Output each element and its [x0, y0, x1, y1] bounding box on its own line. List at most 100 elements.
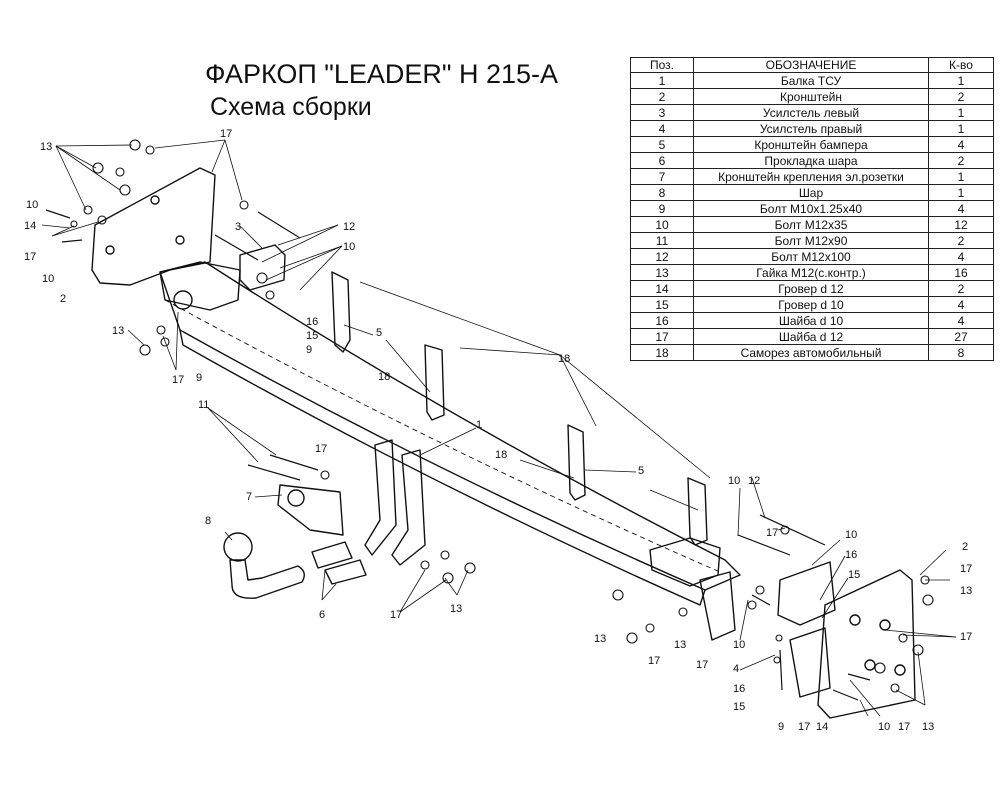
- cell-designation: Саморез автомобильный: [693, 344, 929, 361]
- callout-13: 13: [922, 721, 934, 733]
- callout-17: 17: [798, 721, 810, 733]
- cell-designation: Шайба d 10: [693, 312, 929, 329]
- callout-5: 5: [638, 465, 644, 477]
- cell-position: 1: [630, 72, 694, 89]
- cell-position: 10: [630, 216, 694, 233]
- callout-18: 18: [558, 353, 570, 365]
- cell-position: 2: [630, 88, 694, 105]
- callout-17: 17: [315, 443, 327, 455]
- cell-designation: Кронштейн: [693, 88, 929, 105]
- header-quantity: К-во: [928, 57, 994, 73]
- page-subtitle: Схема сборки: [210, 93, 372, 121]
- callout-2: 2: [60, 293, 66, 305]
- cell-position: 9: [630, 200, 694, 217]
- cell-quantity: 1: [928, 184, 994, 201]
- cell-designation: Усилстель правый: [693, 120, 929, 137]
- cell-quantity: 1: [928, 120, 994, 137]
- cell-quantity: 1: [928, 104, 994, 121]
- header-position: Поз.: [630, 57, 694, 73]
- callout-2: 2: [962, 541, 968, 553]
- right-mount-block: [649, 537, 721, 587]
- cell-quantity: 1: [928, 168, 994, 185]
- bumper-bracket-2: [424, 344, 445, 421]
- callout-16: 16: [845, 549, 857, 561]
- callout-11: 11: [198, 399, 209, 411]
- callout-13: 13: [450, 603, 462, 615]
- callout-16: 16: [733, 683, 745, 695]
- page-title: ФАРКОП "LEADER" H 215-A: [205, 59, 559, 89]
- callout-13: 13: [960, 585, 972, 597]
- callout-17: 17: [960, 563, 972, 575]
- cell-designation: Усилстель левый: [693, 104, 929, 121]
- cell-designation: Кронштейн бампера: [693, 136, 929, 153]
- callout-10: 10: [845, 529, 857, 541]
- callout-9: 9: [306, 344, 312, 356]
- left-bracket-plate: [91, 167, 216, 286]
- callout-17: 17: [24, 251, 36, 263]
- cell-designation: Прокладка шара: [693, 152, 929, 169]
- cell-position: 18: [630, 344, 694, 361]
- callout-17: 17: [220, 128, 232, 140]
- cell-quantity: 4: [928, 200, 994, 217]
- cell-quantity: 4: [928, 312, 994, 329]
- cell-designation: Болт М12х90: [693, 232, 929, 249]
- callout-7: 7: [246, 491, 252, 503]
- callout-1: 1: [476, 419, 482, 431]
- cell-quantity: 1: [928, 72, 994, 89]
- callout-8: 8: [205, 515, 211, 527]
- callout-17: 17: [766, 527, 778, 539]
- callout-16: 16: [306, 316, 318, 328]
- callout-3: 3: [235, 221, 241, 233]
- cell-designation: Балка ТСУ: [693, 72, 929, 89]
- callout-17: 17: [898, 721, 910, 733]
- callout-5: 5: [376, 327, 382, 339]
- cell-designation: Шар: [693, 184, 929, 201]
- socket-bracket-7: [277, 484, 344, 536]
- tow-ball: [223, 532, 253, 562]
- cell-quantity: 4: [928, 136, 994, 153]
- cell-position: 4: [630, 120, 694, 137]
- callout-13: 13: [674, 639, 686, 651]
- cell-position: 5: [630, 136, 694, 153]
- cell-quantity: 4: [928, 248, 994, 265]
- callout-14: 14: [24, 220, 36, 232]
- cell-position: 17: [630, 328, 694, 345]
- cell-quantity: 4: [928, 296, 994, 313]
- callout-12: 12: [343, 221, 355, 233]
- callout-9: 9: [196, 372, 202, 384]
- callout-17: 17: [696, 659, 708, 671]
- cell-position: 3: [630, 104, 694, 121]
- callout-10: 10: [728, 475, 740, 487]
- callout-10: 10: [878, 721, 890, 733]
- callout-15: 15: [306, 330, 318, 342]
- beam-part-1: [159, 261, 741, 591]
- cell-designation: Болт М12х100: [693, 248, 929, 265]
- cell-position: 8: [630, 184, 694, 201]
- callout-15: 15: [733, 701, 745, 713]
- callout-17: 17: [172, 374, 184, 386]
- cell-quantity: 2: [928, 152, 994, 169]
- bumper-bracket-3: [567, 424, 586, 501]
- cell-position: 13: [630, 264, 694, 281]
- cell-position: 7: [630, 168, 694, 185]
- callout-10: 10: [26, 199, 38, 211]
- callout-10: 10: [733, 639, 745, 651]
- callout-10: 10: [42, 273, 54, 285]
- left-mount-block: [159, 261, 241, 311]
- cell-quantity: 16: [928, 264, 994, 281]
